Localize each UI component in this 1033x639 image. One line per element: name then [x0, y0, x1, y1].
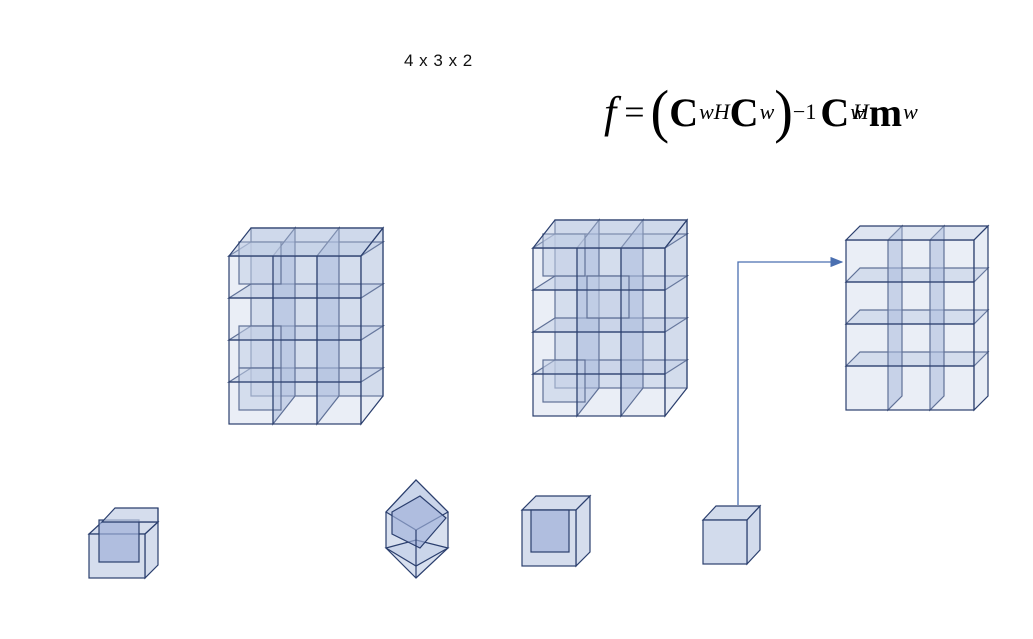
small-cube-4	[701, 504, 762, 566]
dimensions-label: 4 x 3 x 2	[404, 51, 473, 70]
formula-sup1: H	[713, 99, 730, 124]
formula-close-paren: )	[774, 79, 793, 145]
voxel-grid-1	[226, 226, 386, 426]
formula-sub1: w	[699, 99, 714, 124]
voxel-grid-2	[530, 218, 690, 418]
formula-c3: C	[820, 89, 850, 135]
small-cube-3	[520, 494, 592, 568]
small-cube-1	[87, 507, 160, 580]
small-cube-2	[384, 479, 450, 579]
formula-open-paren: (	[650, 79, 670, 145]
formula-sub2: w	[759, 99, 775, 124]
formula-m: m	[868, 89, 903, 135]
formula-c2: C	[729, 89, 759, 135]
formula-sup3: H	[852, 99, 869, 124]
voxel-grid-3	[844, 224, 990, 412]
formula-sub3: w	[850, 99, 865, 124]
formula-inverse: −1	[792, 99, 817, 124]
formula-c1: C	[669, 89, 699, 135]
formula-sub4: w	[903, 99, 918, 124]
mapping-arrow	[737, 256, 844, 505]
formula-lhs: f	[604, 87, 617, 137]
formula-equals: =	[624, 92, 645, 132]
